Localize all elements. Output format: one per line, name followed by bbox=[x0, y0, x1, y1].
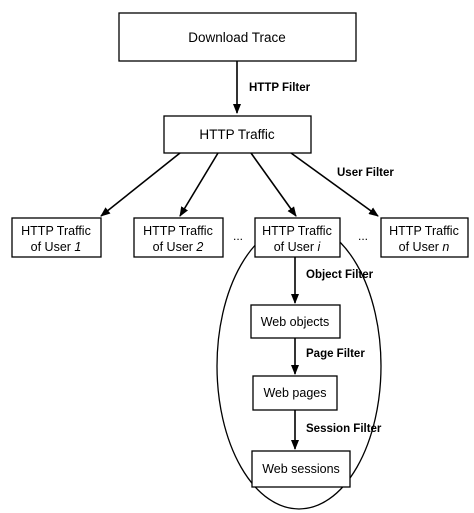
node-user-n-line1: HTTP Traffic bbox=[389, 224, 459, 238]
edge-label-page-filter: Page Filter bbox=[306, 348, 365, 360]
node-web-sessions-label: Web sessions bbox=[262, 462, 340, 476]
edge-http-to-user-1 bbox=[100, 152, 181, 217]
edge-http-to-user-i bbox=[250, 152, 297, 217]
node-web-objects: Web objects bbox=[250, 304, 341, 339]
node-web-pages: Web pages bbox=[252, 375, 338, 411]
node-user-i-line1: HTTP Traffic bbox=[262, 224, 332, 238]
edge-http-to-user-n bbox=[290, 152, 379, 217]
ellipsis-left: ... bbox=[233, 229, 243, 243]
node-web-sessions: Web sessions bbox=[251, 450, 351, 488]
node-user-i: HTTP Traffic of User i bbox=[254, 217, 341, 258]
node-user-n-line2: of User n bbox=[399, 240, 450, 254]
edge-label-http-filter: HTTP Filter bbox=[249, 82, 311, 94]
node-download-trace: Download Trace bbox=[118, 12, 357, 62]
edge-label-user-filter: User Filter bbox=[337, 167, 394, 179]
ellipsis-right: ... bbox=[358, 229, 368, 243]
node-user-n: HTTP Traffic of User n bbox=[380, 217, 469, 258]
edge-http-to-user-2 bbox=[179, 152, 219, 217]
node-download-trace-label: Download Trace bbox=[188, 30, 286, 45]
edge-label-session-filter: Session Filter bbox=[306, 423, 382, 435]
node-user-2-line2: of User 2 bbox=[153, 240, 204, 254]
edge-label-object-filter: Object Filter bbox=[306, 269, 374, 281]
node-user-1: HTTP Traffic of User 1 bbox=[11, 217, 102, 258]
node-user-2-line1: HTTP Traffic bbox=[143, 224, 213, 238]
node-user-1-line1: HTTP Traffic bbox=[21, 224, 91, 238]
node-http-traffic-label: HTTP Traffic bbox=[199, 127, 275, 142]
node-http-traffic: HTTP Traffic bbox=[163, 115, 312, 154]
node-user-1-line2: of User 1 bbox=[31, 240, 82, 254]
node-user-i-line2: of User i bbox=[274, 240, 322, 254]
node-user-2: HTTP Traffic of User 2 bbox=[133, 217, 224, 258]
node-web-pages-label: Web pages bbox=[263, 386, 326, 400]
node-web-objects-label: Web objects bbox=[261, 315, 330, 329]
